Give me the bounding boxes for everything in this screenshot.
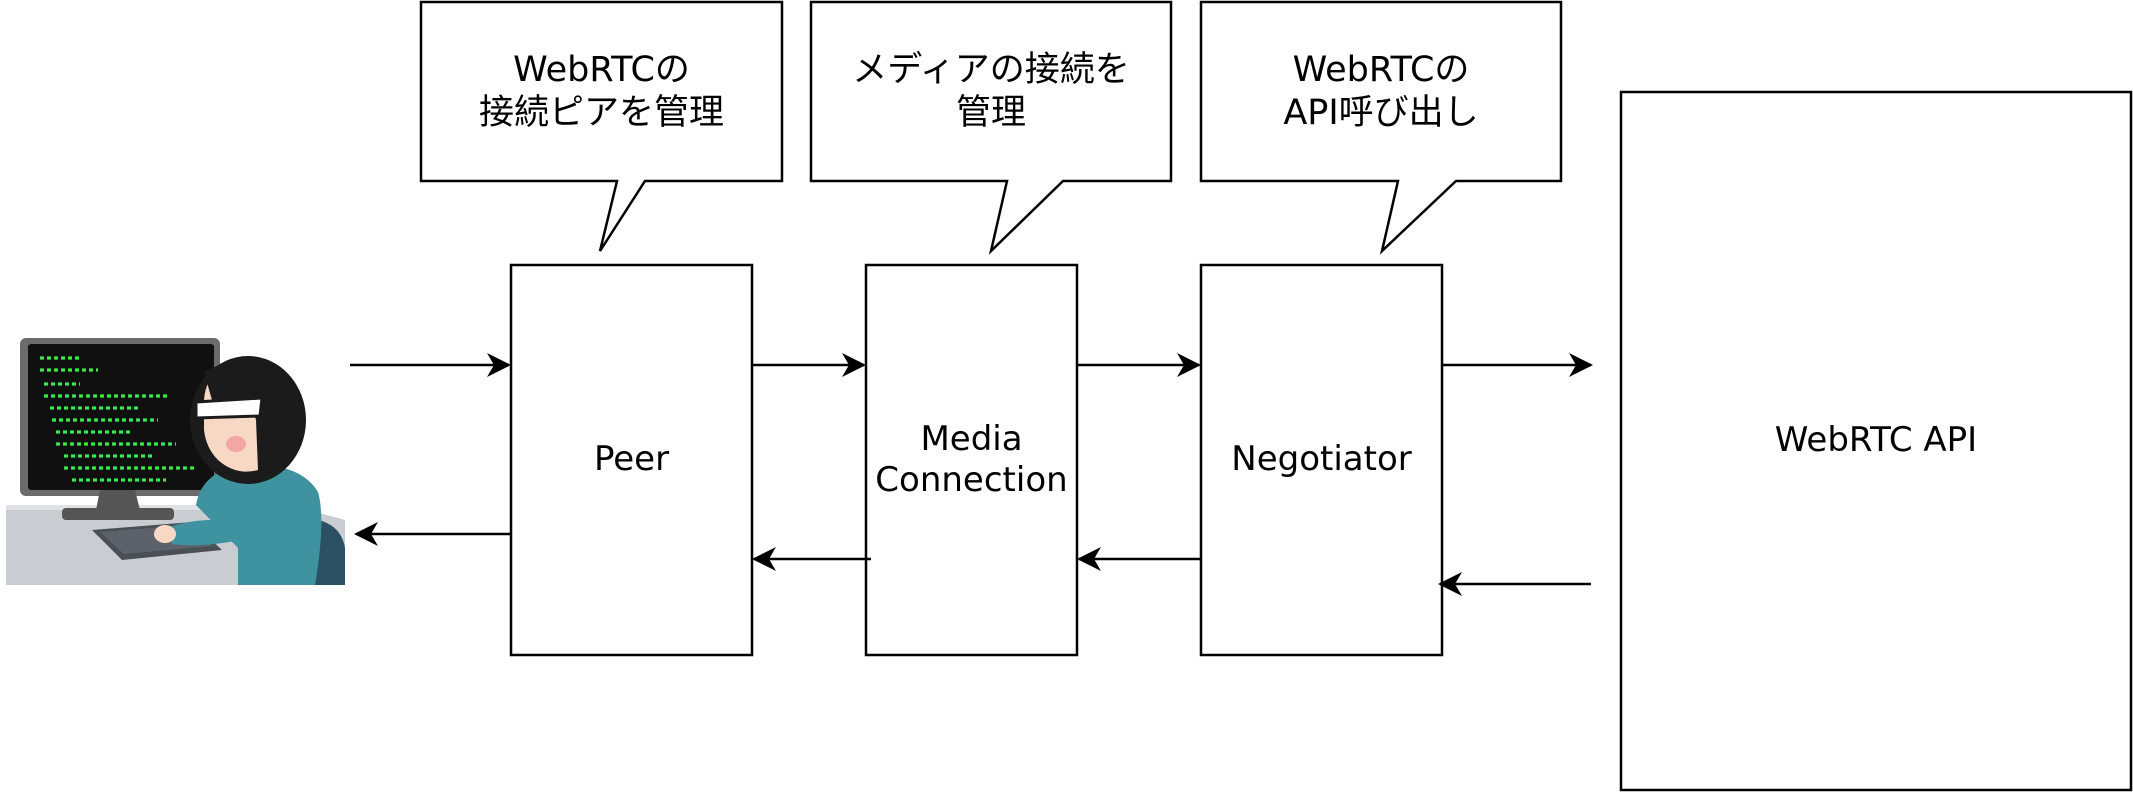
peer-callout	[419, 0, 784, 252]
peer-block	[509, 263, 754, 657]
code-lines	[40, 356, 196, 482]
peer-callout-line-1: WebRTCの	[513, 49, 690, 90]
negotiator-callout-label: WebRTCの API呼び出し	[1201, 2, 1561, 181]
negotiator-callout-line-1: WebRTCの	[1292, 49, 1470, 90]
media-callout-line-1: メディアの接続を	[852, 49, 1130, 90]
media-connection-label-line-1: Media	[920, 418, 1023, 459]
media-connection-block	[864, 263, 1079, 657]
media-connection-label: Media Connection	[866, 265, 1077, 655]
negotiator-callout	[1199, 0, 1563, 255]
peer-label: Peer	[593, 439, 670, 480]
media-connection-label-line-2: Connection	[875, 460, 1068, 500]
person-icon	[154, 356, 322, 585]
webrtc-api-label: WebRTC API	[1774, 420, 1978, 461]
negotiator-block	[1199, 263, 1444, 657]
peer-callout-line-2: 接続ピアを管理	[478, 92, 724, 133]
media-callout-label: メディアの接続を 管理	[811, 2, 1171, 181]
webrtc-api-block	[1619, 90, 2133, 792]
developer-illustration	[6, 338, 345, 585]
negotiator-callout-line-2: API呼び出し	[1283, 92, 1479, 133]
negotiator-label: Negotiator	[1231, 439, 1412, 480]
media-callout	[809, 0, 1173, 255]
monitor-icon	[20, 338, 220, 520]
peer-callout-label: WebRTCの 接続ピアを管理	[421, 2, 782, 181]
media-callout-line-2: 管理	[955, 92, 1026, 133]
